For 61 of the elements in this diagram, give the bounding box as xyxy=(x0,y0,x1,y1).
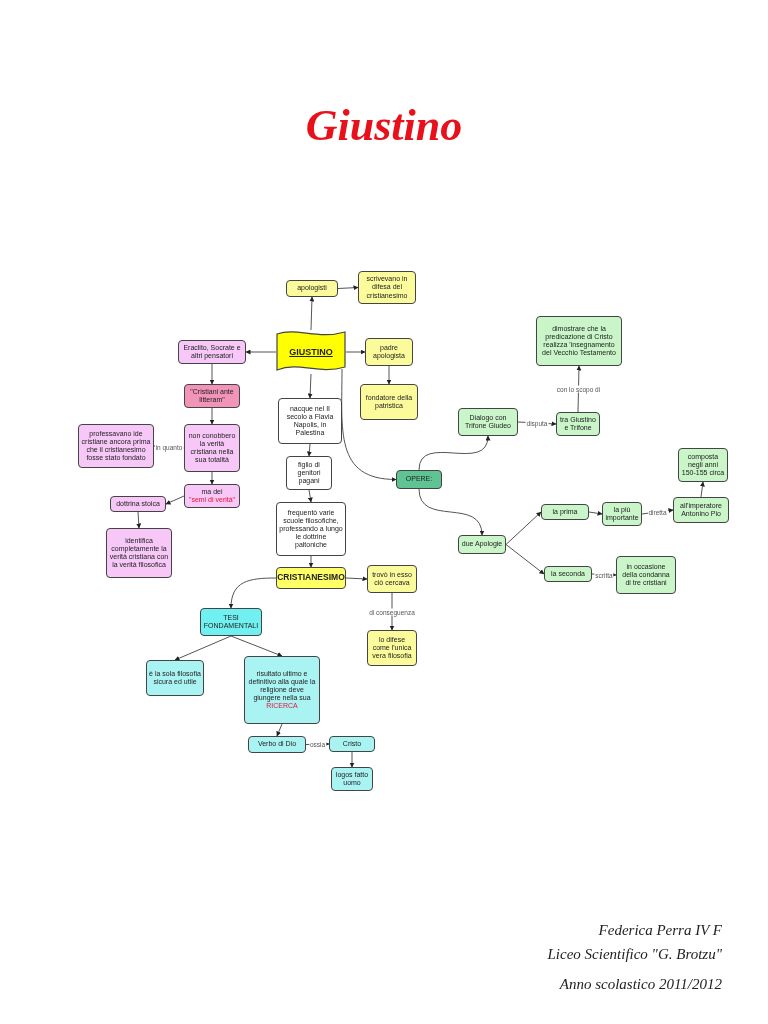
arrow xyxy=(345,576,368,582)
arrow xyxy=(245,349,277,355)
concept-box xyxy=(536,316,622,366)
arrow xyxy=(209,471,215,485)
title: Giustino xyxy=(304,100,464,151)
arrow xyxy=(309,296,315,331)
concept-box xyxy=(458,535,506,554)
concept-box xyxy=(396,470,442,489)
arrow xyxy=(345,349,366,355)
concept-box xyxy=(367,565,417,593)
arrow xyxy=(307,489,313,503)
concept-box xyxy=(541,504,589,520)
footer-text: Liceo Scientifico "G. Brotzu" xyxy=(547,946,722,963)
concept-box xyxy=(329,736,375,752)
concept-box xyxy=(184,424,240,472)
concept-box xyxy=(358,271,416,304)
arrow xyxy=(576,365,582,413)
arrow xyxy=(505,544,545,575)
concept-text: GIUSTINO xyxy=(289,346,333,358)
arrow xyxy=(386,365,392,385)
arrow xyxy=(276,723,283,737)
arrow xyxy=(337,285,359,291)
arrow xyxy=(349,751,355,768)
arrow xyxy=(230,635,283,657)
concept-text: CRISTIANESIMO xyxy=(277,573,345,583)
concept-box xyxy=(278,398,342,444)
concept-box xyxy=(106,528,172,578)
concept-box xyxy=(248,736,306,753)
concept-box xyxy=(458,408,518,436)
arrow xyxy=(306,443,312,457)
concept-box xyxy=(110,496,166,512)
concept-box xyxy=(673,497,729,523)
arrow xyxy=(307,373,313,399)
concept-box xyxy=(276,567,346,589)
arrow xyxy=(308,555,314,568)
concept-box xyxy=(616,556,676,594)
arrow xyxy=(699,481,705,498)
concept-box xyxy=(276,502,346,556)
arrow xyxy=(505,511,542,545)
arrow xyxy=(209,363,215,385)
arrow xyxy=(588,510,603,516)
footer-text: Anno scolastico 2011/2012 xyxy=(559,976,722,993)
concept-box xyxy=(544,566,592,582)
concept-box xyxy=(244,656,320,724)
concept-box xyxy=(360,384,418,420)
arrow xyxy=(174,635,232,661)
concept-box xyxy=(200,608,262,636)
concept-box xyxy=(286,280,338,297)
arrow xyxy=(418,435,490,471)
arrow xyxy=(165,495,185,505)
footer-text: Federica Perra IV F xyxy=(598,922,722,939)
arrow xyxy=(418,488,484,536)
wave-banner xyxy=(276,330,346,374)
arrow xyxy=(228,577,277,609)
concept-box xyxy=(365,338,413,366)
arrow xyxy=(209,407,215,425)
concept-box xyxy=(146,660,204,696)
arrow xyxy=(136,511,142,529)
concept-box xyxy=(184,484,240,508)
concept-box xyxy=(184,384,240,408)
concept-box xyxy=(286,456,332,490)
